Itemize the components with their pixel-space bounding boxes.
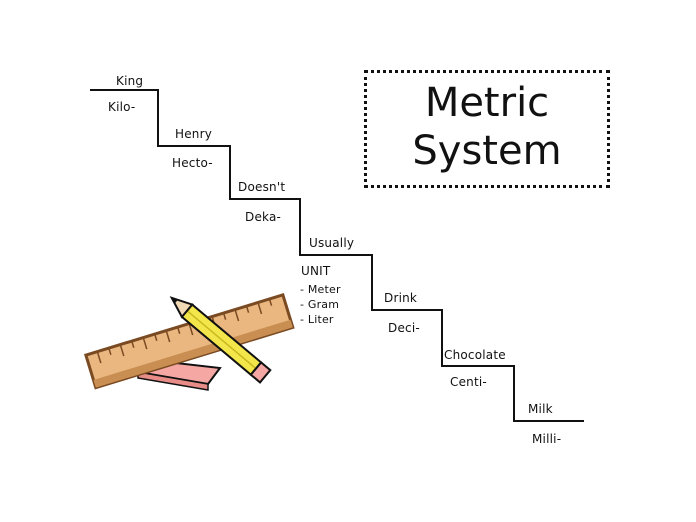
mnemonic-henry: Henry xyxy=(175,127,213,141)
prefix-milli: Milli- xyxy=(532,432,562,446)
unit-gram: - Gram xyxy=(300,298,340,311)
prefix-deka: Deka- xyxy=(245,210,282,224)
prefix-hecto: Hecto- xyxy=(172,156,213,170)
unit-meter: - Meter xyxy=(300,283,341,296)
mnemonic-king: King xyxy=(116,74,144,88)
pencil-icon xyxy=(169,296,272,384)
title-line-metric: Metric xyxy=(424,80,550,126)
unit-liter: - Liter xyxy=(300,313,334,326)
prefix-centi: Centi- xyxy=(450,375,487,389)
ruler-icon xyxy=(83,293,295,390)
prefix-deci: Deci- xyxy=(388,321,420,335)
title-line-system: System xyxy=(412,128,562,174)
prefix-unit: UNIT xyxy=(301,264,331,278)
title-box: Metric System xyxy=(364,70,610,188)
mnemonic-doesnt: Doesn't xyxy=(238,180,286,194)
school-supplies-clipart xyxy=(83,293,295,391)
mnemonic-drink: Drink xyxy=(384,291,418,305)
prefix-kilo: Kilo- xyxy=(108,100,136,114)
mnemonic-milk: Milk xyxy=(528,402,553,416)
mnemonic-chocolate: Chocolate xyxy=(444,348,506,362)
mnemonic-usually: Usually xyxy=(309,236,355,250)
